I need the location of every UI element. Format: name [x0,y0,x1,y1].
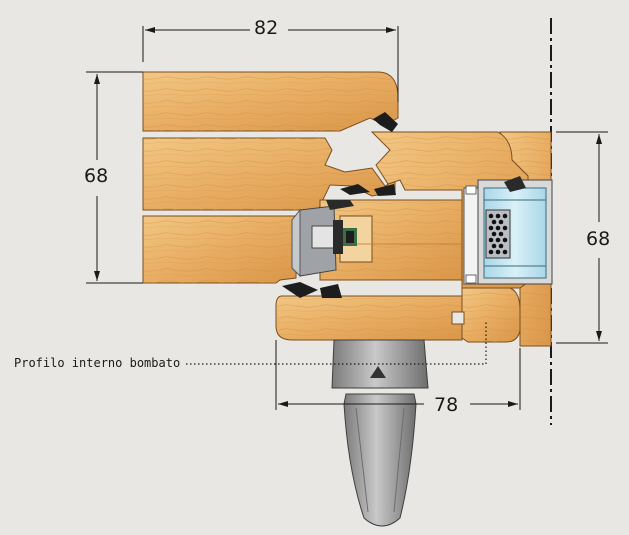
dimension-right-label: 68 [586,228,611,250]
seal-gaskets [282,112,398,298]
locking-hardware [291,200,357,278]
sash-middle-block [142,137,396,211]
dimension-bottom-label: 78 [434,394,459,416]
callout-label: Profilo interno bombato [14,356,181,370]
dimension-bottom [275,340,521,410]
dimension-top [142,26,399,102]
dimension-top-label: 82 [254,17,279,39]
dimension-left [86,71,143,284]
callout-leader [186,322,487,365]
glazing-unit [463,176,553,285]
dimension-left-label: 68 [84,165,109,187]
sash-lower-block [142,215,297,284]
dimension-right [556,131,608,344]
bottom-rail [275,287,521,343]
window-handle [331,339,429,527]
sash-top-block [142,71,399,132]
sash-inner-body [319,199,463,281]
